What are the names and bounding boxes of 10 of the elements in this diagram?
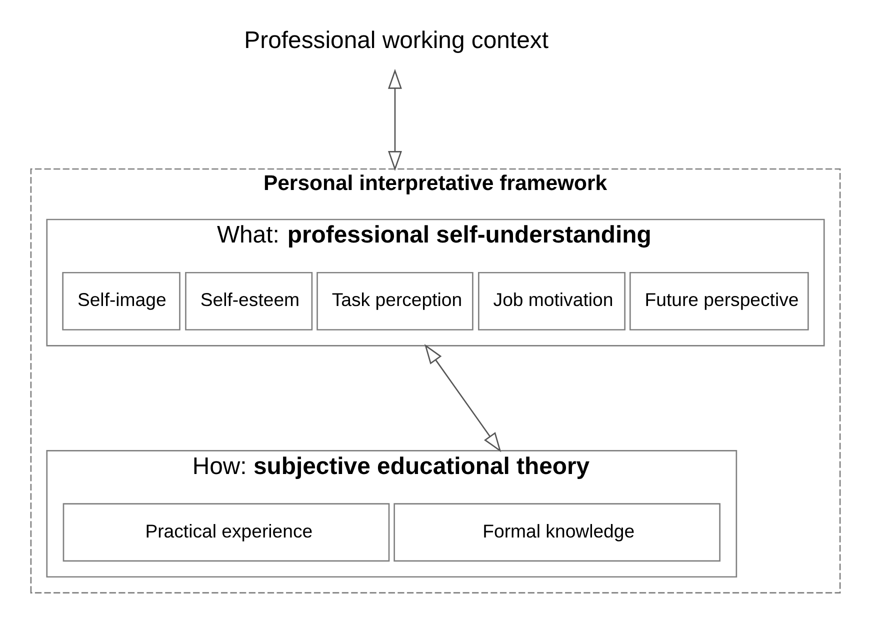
node-box: Self-image — [62, 272, 180, 330]
node-box: Task perception — [316, 272, 474, 330]
node-box: Future perspective — [629, 272, 809, 330]
node-box: Formal knowledge — [394, 503, 720, 562]
node-text: Professional working context — [244, 26, 548, 54]
node-box: Self-esteem — [185, 272, 313, 330]
arrow — [424, 344, 502, 452]
node-box: Practical experience — [62, 503, 390, 562]
arrow — [388, 68, 402, 172]
node-box: Job motivation — [478, 272, 626, 330]
